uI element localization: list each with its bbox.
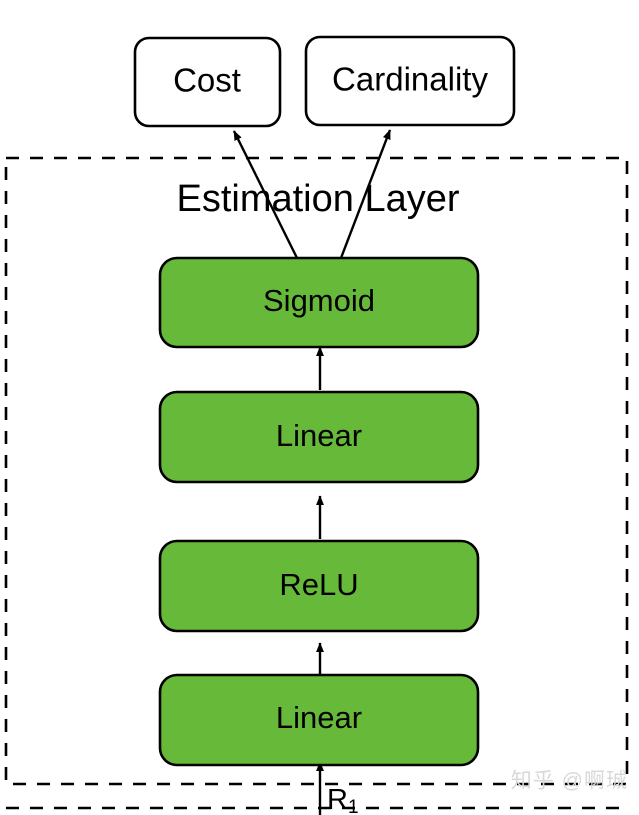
layer-label-linear-bottom: Linear (276, 700, 362, 735)
layer-box-sigmoid[interactable] (158, 256, 480, 349)
layer-box-linear-top[interactable] (158, 390, 480, 484)
output-label-cost: Cost (173, 62, 241, 99)
layer-label-sigmoid: Sigmoid (263, 283, 375, 318)
output-label-cardinality: Cardinality (332, 61, 488, 98)
layer-label-linear-top: Linear (276, 418, 362, 453)
layer-box-relu[interactable] (158, 539, 480, 633)
edge-label-input-base: R (327, 784, 348, 815)
zhihu-watermark: 知乎 @啊珹 (511, 770, 628, 793)
layer-label-relu: ReLU (279, 567, 358, 602)
edge-label-input-subscript: 1 (348, 797, 359, 815)
layer-box-linear-bottom[interactable] (158, 673, 480, 767)
output-box-cost[interactable] (133, 36, 282, 128)
edge-sigmoid-to-cardinality (339, 129, 392, 259)
edge-label-input: R1 (327, 784, 359, 815)
edge-sigmoid-to-cost (232, 130, 299, 259)
estimation-layer-title: Estimation Layer (176, 178, 459, 220)
output-box-cardinality[interactable] (304, 35, 516, 127)
